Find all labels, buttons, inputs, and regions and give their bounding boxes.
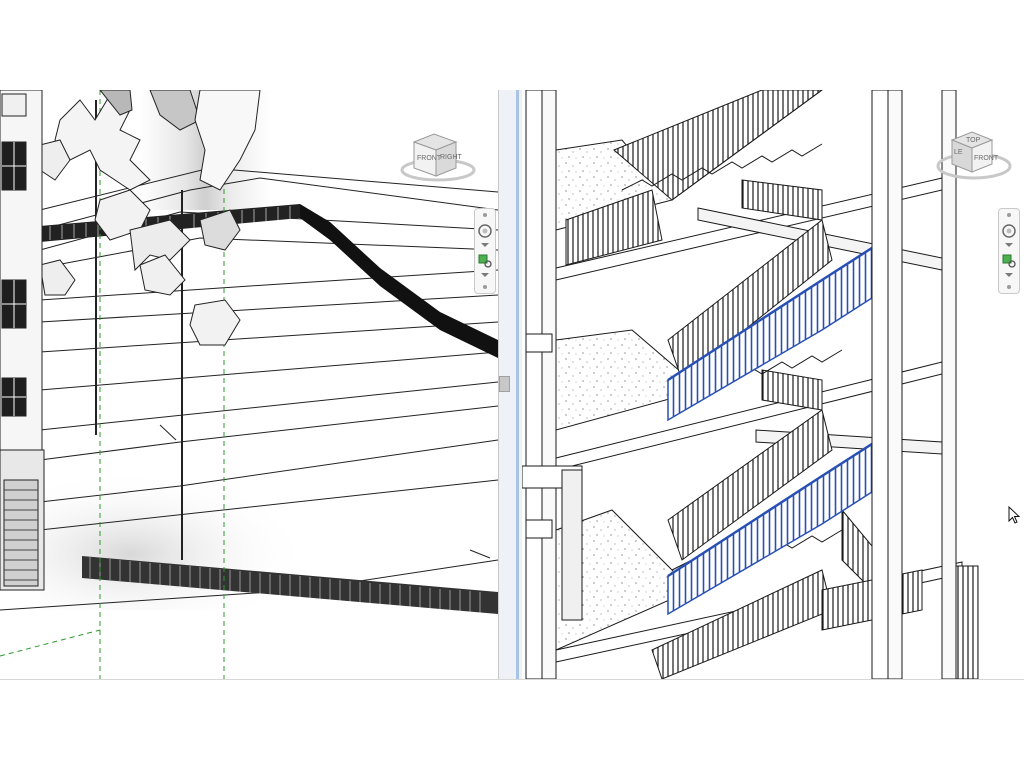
- navbar-grip-dot: [483, 213, 487, 217]
- navbar-grip-dot: [1007, 213, 1011, 217]
- right-viewport-drawing: [522, 90, 1024, 679]
- bottom-margin: [0, 679, 1024, 769]
- top-margin: [0, 0, 1024, 91]
- selected-railing[interactable]: [667, 228, 901, 616]
- structural-columns: [522, 90, 979, 679]
- scrollbar-grip[interactable]: [499, 376, 510, 392]
- zoom-region-icon[interactable]: [1001, 253, 1017, 269]
- viewcube-face-top: TOP: [966, 137, 981, 144]
- steering-wheel-icon[interactable]: [477, 223, 493, 239]
- navigation-bar-left: [474, 208, 496, 294]
- zoom-dropdown-arrow[interactable]: [1005, 273, 1013, 277]
- navigation-bar-right: [998, 208, 1020, 294]
- viewcube-face-right: RIGHT: [440, 154, 463, 161]
- zoom-region-icon[interactable]: [477, 253, 493, 269]
- left-viewport[interactable]: FRONT RIGHT: [0, 90, 498, 679]
- steering-wheel-icon[interactable]: [1001, 223, 1017, 239]
- active-view-border: [516, 90, 519, 679]
- left-building: [0, 90, 45, 591]
- viewcube-face-left: LE: [954, 149, 963, 156]
- viewcube-left[interactable]: FRONT RIGHT: [398, 130, 490, 192]
- viewport-splitter[interactable]: [498, 90, 522, 679]
- tree-group: [39, 90, 261, 560]
- stair-flights: [565, 90, 923, 679]
- right-viewport[interactable]: TOP FRONT LE: [522, 90, 1024, 679]
- wheel-dropdown-arrow[interactable]: [1005, 243, 1013, 247]
- left-viewport-drawing: [0, 90, 498, 679]
- viewcube-right[interactable]: TOP FRONT LE: [930, 130, 1022, 192]
- viewcube-face-front: FRONT: [974, 155, 999, 162]
- wheel-dropdown-arrow[interactable]: [481, 243, 489, 247]
- viewcube-face-front: FRONT: [417, 155, 442, 162]
- green-guides: [0, 90, 225, 679]
- splitter-edge: [498, 90, 499, 679]
- lower-railing: [82, 556, 498, 614]
- zoom-dropdown-arrow[interactable]: [481, 273, 489, 277]
- mouse-pointer-icon: [1008, 505, 1022, 524]
- navbar-grip-dot: [483, 285, 487, 289]
- navbar-grip-dot: [1007, 285, 1011, 289]
